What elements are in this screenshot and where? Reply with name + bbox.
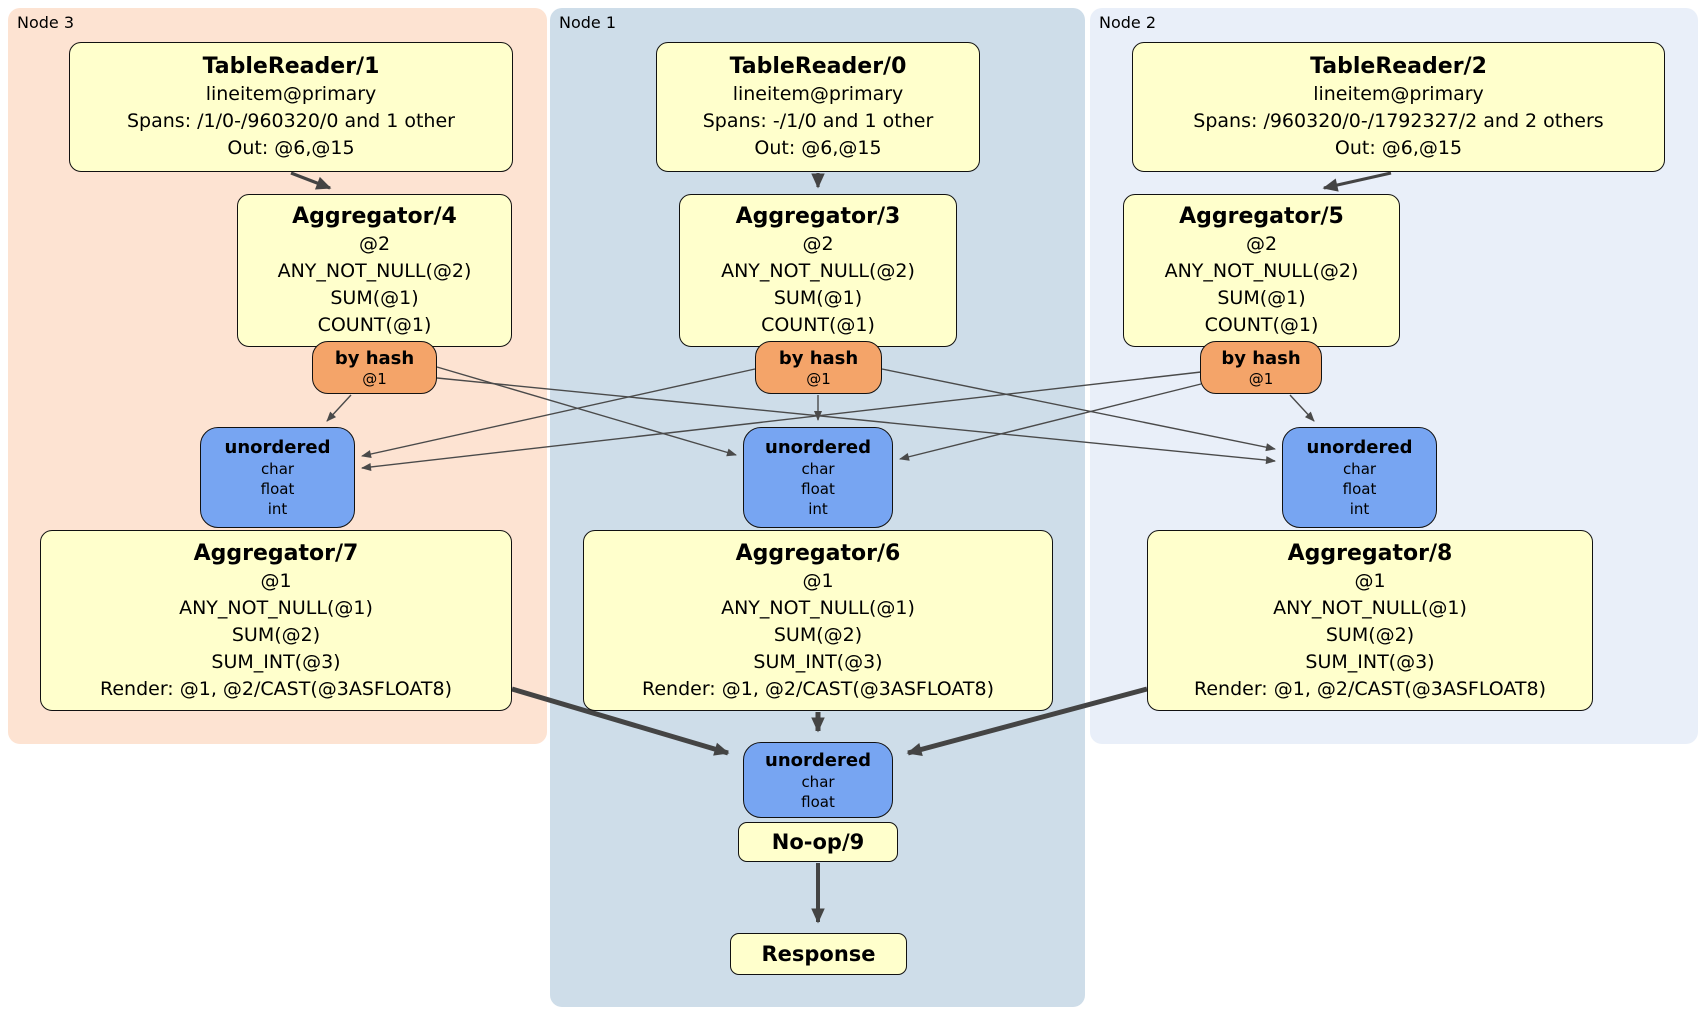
tablereader-0-title: TableReader/0 — [729, 54, 907, 79]
unordered-sync-node3-title: unordered — [224, 437, 331, 458]
tablereader-2-box: TableReader/2 lineitem@primary Spans: /9… — [1132, 42, 1665, 172]
tablereader-1-spans: Spans: /1/0-/960320/0 and 1 other — [127, 110, 455, 132]
sync-type: int — [267, 500, 288, 518]
aggregator-5-line: COUNT(@1) — [1204, 314, 1319, 336]
node2-label: Node 2 — [1099, 13, 1157, 32]
unordered-sync-node2-box: unordered char float int — [1282, 427, 1437, 528]
unordered-sync-final-box: unordered char float — [743, 742, 893, 818]
aggregator-6-line: ANY_NOT_NULL(@1) — [721, 596, 915, 619]
aggregator-5-line: SUM(@1) — [1217, 287, 1306, 309]
sync-type: float — [801, 480, 835, 498]
aggregator-7-line: Render: @1, @2/CAST(@3ASFLOAT8) — [100, 677, 452, 700]
unordered-sync-node1-box: unordered char float int — [743, 427, 893, 528]
aggregator-5-line: ANY_NOT_NULL(@2) — [1164, 260, 1359, 282]
sync-type: char — [801, 460, 835, 478]
tablereader-1-title: TableReader/1 — [202, 54, 380, 79]
aggregator-8-line: @1 — [1354, 569, 1386, 592]
aggregator-5-box: Aggregator/5 @2 ANY_NOT_NULL(@2) SUM(@1)… — [1123, 194, 1400, 347]
tablereader-0-index: lineitem@primary — [732, 83, 904, 105]
aggregator-5-title: Aggregator/5 — [1179, 204, 1344, 229]
aggregator-3-box: Aggregator/3 @2 ANY_NOT_NULL(@2) SUM(@1)… — [679, 194, 957, 347]
sync-type: float — [260, 480, 295, 498]
response-box: Response — [730, 933, 907, 975]
noop-9-box: No-op/9 — [738, 822, 898, 862]
aggregator-8-line: ANY_NOT_NULL(@1) — [1273, 596, 1467, 619]
aggregator-4-title: Aggregator/4 — [292, 204, 457, 229]
aggregator-4-box: Aggregator/4 @2 ANY_NOT_NULL(@2) SUM(@1)… — [237, 194, 512, 347]
sync-type: float — [801, 792, 835, 811]
aggregator-6-box: Aggregator/6 @1 ANY_NOT_NULL(@1) SUM(@2)… — [583, 530, 1053, 711]
aggregator-8-line: SUM(@2) — [1325, 623, 1415, 646]
response-title: Response — [761, 942, 876, 966]
aggregator-7-line: SUM_INT(@3) — [211, 650, 341, 673]
sync-type: float — [1342, 480, 1377, 498]
aggregator-3-line: SUM(@1) — [773, 287, 863, 309]
aggregator-3-line: ANY_NOT_NULL(@2) — [721, 260, 915, 282]
aggregator-4-line: COUNT(@1) — [317, 314, 432, 336]
unordered-sync-node3-box: unordered char float int — [200, 427, 355, 528]
hash-router-3-detail: @1 — [806, 369, 831, 388]
unordered-sync-node1-title: unordered — [765, 437, 871, 458]
aggregator-7-title: Aggregator/7 — [193, 540, 359, 566]
aggregator-7-line: SUM(@2) — [231, 623, 321, 646]
aggregator-4-line: @2 — [358, 233, 391, 255]
hash-router-5-detail: @1 — [1248, 369, 1274, 388]
unordered-sync-node2-title: unordered — [1306, 437, 1413, 458]
sync-type: char — [1342, 460, 1377, 478]
tablereader-2-title: TableReader/2 — [1310, 54, 1487, 79]
hash-router-4-box: by hash @1 — [312, 341, 437, 394]
aggregator-3-line: COUNT(@1) — [761, 314, 875, 336]
aggregator-7-box: Aggregator/7 @1 ANY_NOT_NULL(@1) SUM(@2)… — [40, 530, 512, 711]
hash-router-4-detail: @1 — [362, 369, 387, 388]
tablereader-0-spans: Spans: -/1/0 and 1 other — [702, 110, 934, 132]
sync-type: int — [808, 500, 828, 518]
aggregator-8-line: Render: @1, @2/CAST(@3ASFLOAT8) — [1194, 677, 1546, 700]
hash-router-4-title: by hash — [334, 347, 415, 369]
aggregator-8-title: Aggregator/8 — [1287, 540, 1453, 566]
sync-type: char — [801, 772, 835, 791]
aggregator-5-line: @2 — [1245, 233, 1278, 255]
tablereader-1-box: TableReader/1 lineitem@primary Spans: /1… — [69, 42, 513, 172]
aggregator-3-title: Aggregator/3 — [735, 204, 901, 229]
node3-label: Node 3 — [17, 13, 75, 32]
hash-router-3-title: by hash — [778, 347, 859, 369]
sync-type: char — [260, 460, 295, 478]
unordered-sync-final-title: unordered — [765, 749, 871, 771]
aggregator-6-line: SUM_INT(@3) — [753, 650, 883, 673]
tablereader-0-box: TableReader/0 lineitem@primary Spans: -/… — [656, 42, 980, 172]
tablereader-2-index: lineitem@primary — [1313, 83, 1484, 105]
aggregator-6-line: @1 — [802, 569, 834, 592]
aggregator-7-line: @1 — [260, 569, 292, 592]
tablereader-1-index: lineitem@primary — [205, 83, 377, 105]
tablereader-2-spans: Spans: /960320/0-/1792327/2 and 2 others — [1193, 110, 1604, 132]
aggregator-8-box: Aggregator/8 @1 ANY_NOT_NULL(@1) SUM(@2)… — [1147, 530, 1593, 711]
aggregator-6-title: Aggregator/6 — [735, 540, 901, 566]
tablereader-0-out: Out: @6,@15 — [754, 137, 882, 159]
hash-router-5-title: by hash — [1221, 347, 1301, 369]
sync-type: int — [1349, 500, 1370, 518]
aggregator-8-line: SUM_INT(@3) — [1305, 650, 1435, 673]
aggregator-4-line: ANY_NOT_NULL(@2) — [277, 260, 472, 282]
aggregator-6-line: SUM(@2) — [773, 623, 863, 646]
hash-router-3-box: by hash @1 — [755, 341, 882, 394]
tablereader-2-out: Out: @6,@15 — [1334, 137, 1463, 159]
aggregator-6-line: Render: @1, @2/CAST(@3ASFLOAT8) — [642, 677, 994, 700]
aggregator-7-line: ANY_NOT_NULL(@1) — [179, 596, 373, 619]
aggregator-4-line: SUM(@1) — [330, 287, 419, 309]
tablereader-1-out: Out: @6,@15 — [227, 137, 355, 159]
noop-9-title: No-op/9 — [771, 830, 865, 854]
node1-label: Node 1 — [559, 13, 617, 32]
hash-router-5-box: by hash @1 — [1200, 341, 1322, 394]
aggregator-3-line: @2 — [802, 233, 834, 255]
